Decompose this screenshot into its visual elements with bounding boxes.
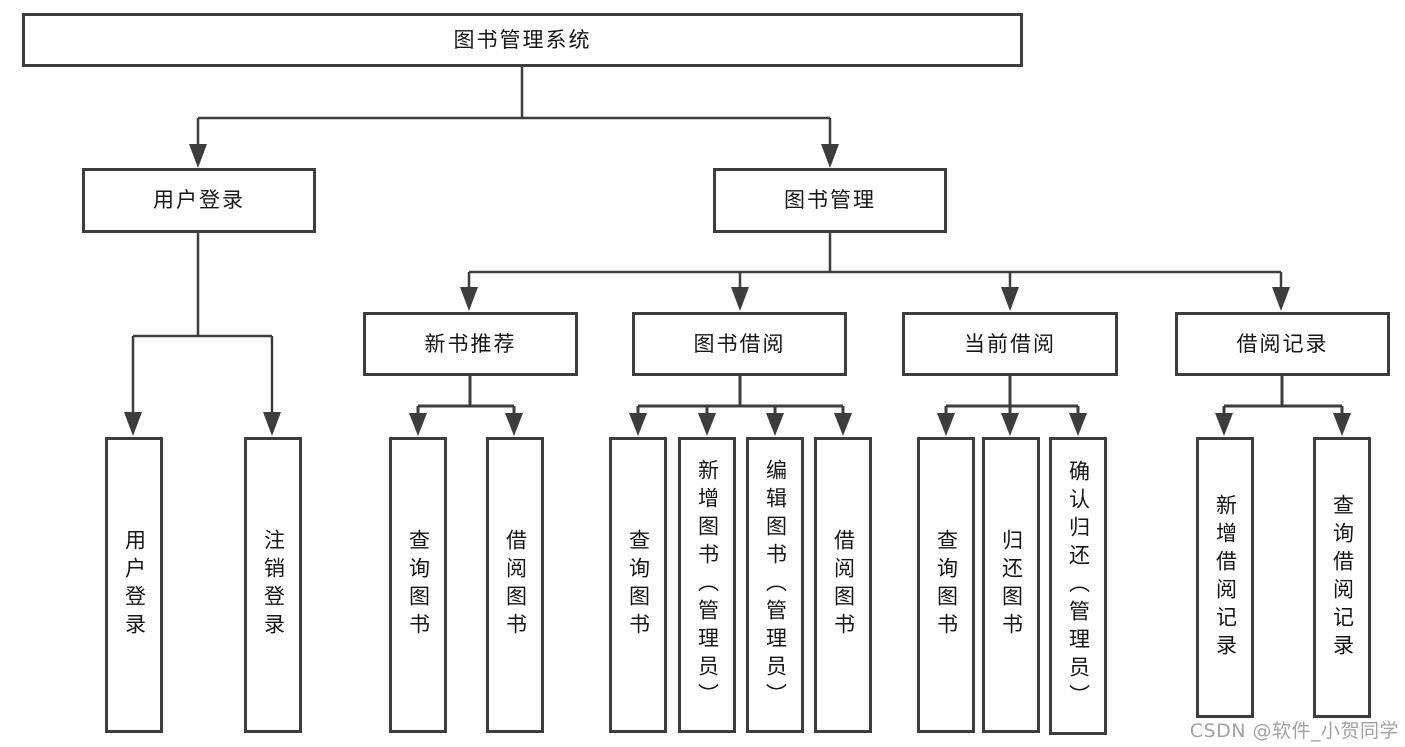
- node-label: 归还图书: [999, 529, 1024, 641]
- csdn-watermark: CSDN @软件_小贺同学: [1189, 720, 1399, 742]
- node-label: 注销登录: [261, 529, 286, 641]
- leaf-search-book-recommend: 查询图书: [389, 437, 447, 733]
- node-borrow-records: 借阅记录: [1175, 312, 1390, 376]
- node-label: 图书借阅: [693, 331, 786, 356]
- node-label: 查询借阅记录: [1330, 493, 1355, 662]
- leaf-borrow-book-recommend: 借阅图书: [486, 437, 544, 733]
- leaf-user-login: 用户登录: [105, 437, 163, 733]
- node-label: 新增借阅记录: [1213, 493, 1238, 662]
- node-book-management-module: 图书管理: [713, 168, 947, 233]
- node-label: 新增图书（管理员）: [695, 459, 720, 711]
- connector-borrow-records-to-children: [1215, 376, 1351, 436]
- node-label: 用户登录: [153, 188, 245, 212]
- node-label: 用户登录: [122, 529, 147, 641]
- leaf-add-book-admin: 新增图书（管理员）: [678, 437, 736, 733]
- node-new-book-recommend: 新书推荐: [363, 312, 578, 376]
- node-label: 新书推荐: [424, 331, 517, 356]
- leaf-return-book: 归还图书: [982, 437, 1040, 733]
- leaf-borrow-book: 借阅图书: [814, 437, 872, 733]
- node-label: 查询图书: [626, 529, 651, 641]
- leaf-add-borrow-record: 新增借阅记录: [1196, 437, 1254, 718]
- leaf-confirm-return-admin: 确认归还（管理员）: [1049, 437, 1107, 735]
- node-library-management-system: 图书管理系统: [22, 13, 1023, 67]
- node-label: 编辑图书（管理员）: [763, 459, 788, 711]
- connector-user-login-to-children: [124, 233, 281, 436]
- node-label: 查询图书: [934, 529, 959, 641]
- connector-new-book-recommend-to-children: [409, 376, 523, 436]
- node-label: 借阅图书: [831, 529, 856, 641]
- leaf-search-book-current: 查询图书: [917, 437, 975, 733]
- connector-book-management-to-level3: [460, 233, 1290, 311]
- node-label: 确认归还（管理员）: [1066, 460, 1091, 712]
- node-label: 查询图书: [406, 529, 431, 641]
- leaf-search-book-borrow: 查询图书: [609, 437, 667, 733]
- node-label: 借阅图书: [503, 529, 528, 641]
- leaf-edit-book-admin: 编辑图书（管理员）: [746, 437, 804, 733]
- node-label: 图书管理: [784, 188, 876, 212]
- node-book-borrow: 图书借阅: [632, 312, 847, 376]
- leaf-logout: 注销登录: [244, 437, 302, 733]
- node-user-login-module: 用户登录: [82, 168, 316, 233]
- connector-current-borrow-to-children: [937, 376, 1087, 436]
- leaf-search-borrow-record: 查询借阅记录: [1313, 437, 1371, 718]
- connector-book-borrow-to-children: [629, 376, 852, 436]
- connector-root-to-level2: [189, 67, 839, 168]
- node-label: 当前借阅: [964, 331, 1056, 356]
- node-label: 图书管理系统: [453, 27, 592, 52]
- node-current-borrow: 当前借阅: [902, 312, 1118, 376]
- node-label: 借阅记录: [1236, 331, 1329, 356]
